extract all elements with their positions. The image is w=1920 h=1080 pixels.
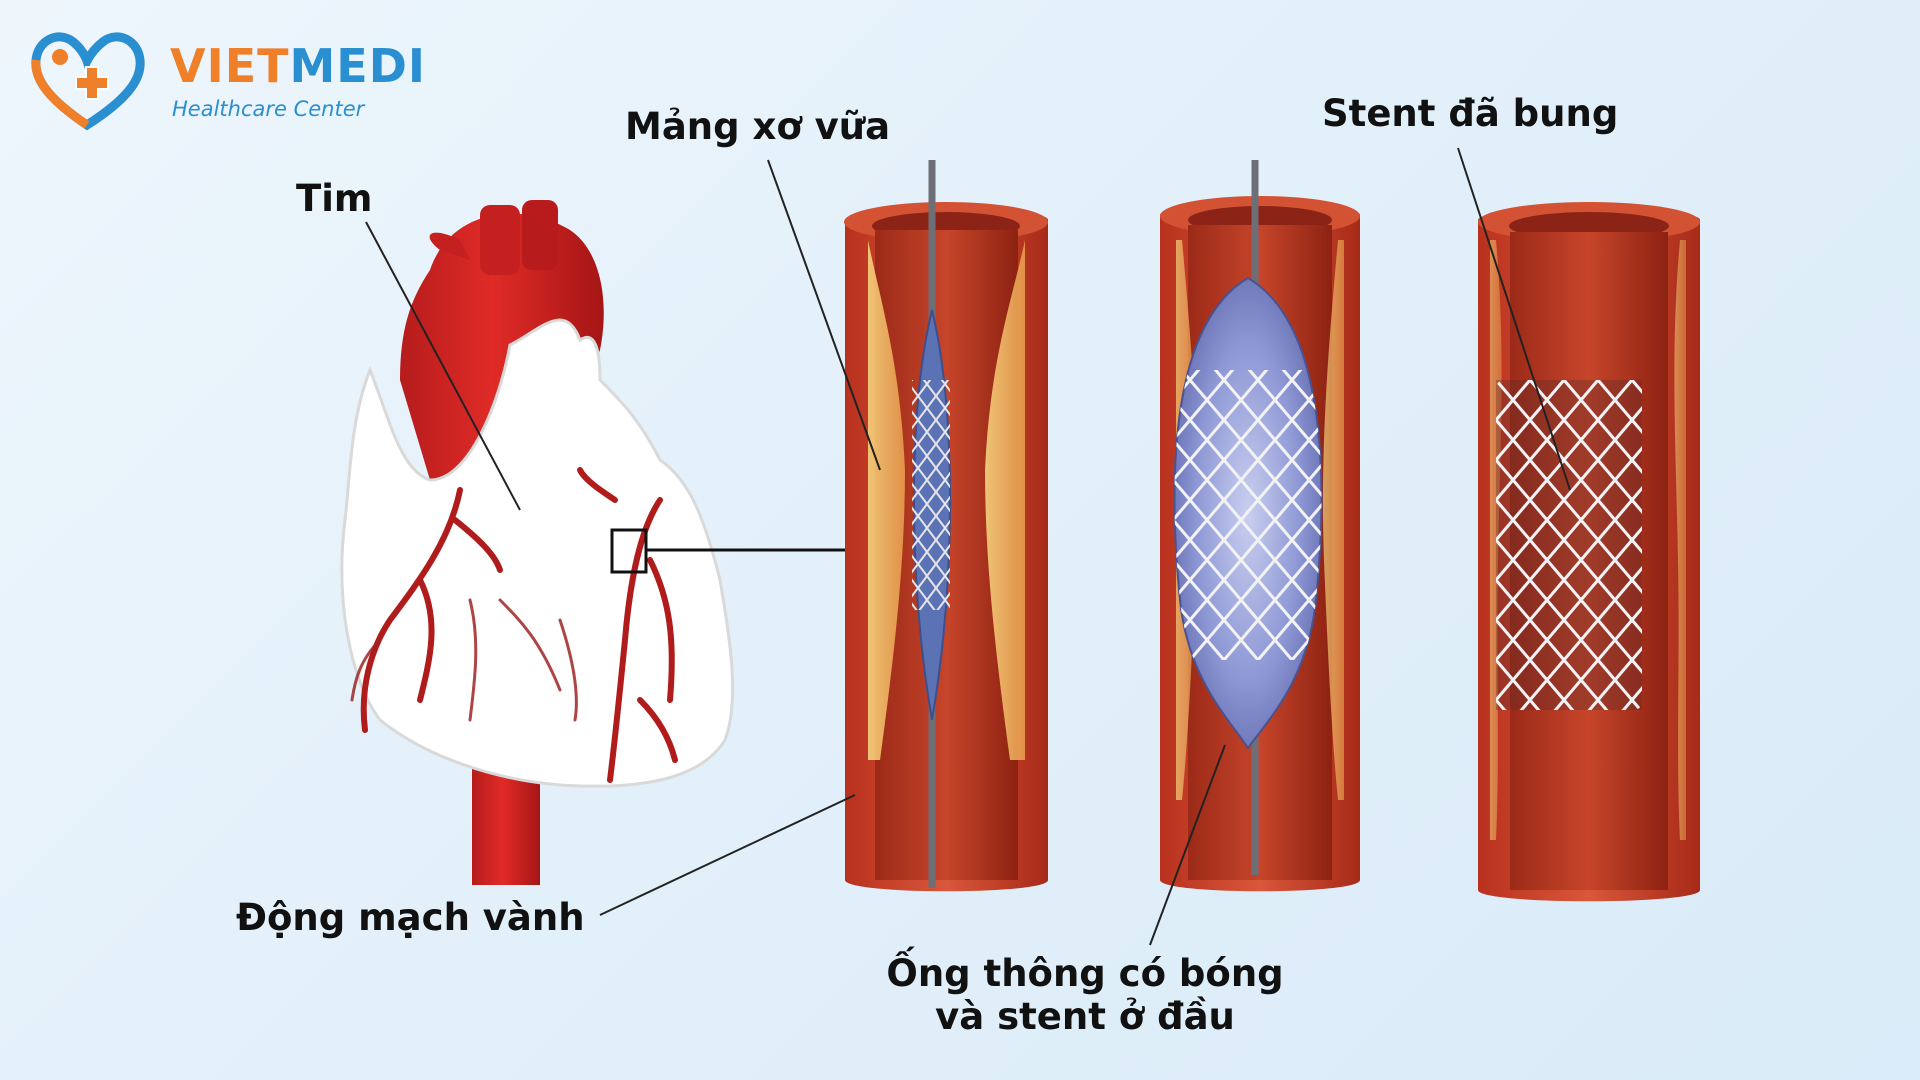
heart-body bbox=[340, 318, 735, 788]
label-coronary-artery: Động mạch vành bbox=[236, 896, 585, 939]
stent-crimped bbox=[912, 380, 950, 610]
plaque-right bbox=[1674, 240, 1686, 840]
coronary-arteries bbox=[360, 467, 678, 783]
aorta-branch bbox=[522, 200, 558, 270]
leader-plaque bbox=[767, 159, 881, 471]
vessel-plaque bbox=[844, 160, 1048, 892]
stent-expanded bbox=[1496, 380, 1642, 710]
leader-catheter bbox=[1149, 744, 1226, 946]
label-catheter: Ống thông có bóng và stent ở đầu bbox=[885, 952, 1285, 1038]
brand-name: VIETMEDI bbox=[170, 43, 426, 89]
heart-illustration bbox=[340, 200, 850, 885]
small-arteries bbox=[350, 598, 578, 722]
brand-tagline: Healthcare Center bbox=[172, 97, 365, 121]
leader-heart bbox=[365, 221, 521, 511]
label-catheter-line1: Ống thông có bóng bbox=[886, 952, 1284, 995]
brand-name-part1: VIET bbox=[170, 39, 290, 93]
vessel-stent-expanded bbox=[1478, 202, 1700, 902]
plaque-left bbox=[868, 240, 905, 760]
label-plaque: Mảng xơ vữa bbox=[625, 105, 891, 148]
brand-logo: VIETMEDI Healthcare Center bbox=[30, 25, 425, 135]
label-heart: Tim bbox=[296, 177, 373, 220]
plaque-right bbox=[985, 240, 1025, 760]
label-catheter-line2: và stent ở đầu bbox=[935, 994, 1235, 1038]
aorta-branch bbox=[480, 205, 520, 275]
stent-on-balloon bbox=[1174, 370, 1322, 660]
plaque-right bbox=[1322, 240, 1344, 800]
leader-stent bbox=[1457, 147, 1571, 491]
brand-name-part2: MEDI bbox=[289, 39, 427, 93]
label-expanded-stent: Stent đã bung bbox=[1322, 92, 1619, 135]
vessel-balloon bbox=[1160, 160, 1360, 892]
leader-lines bbox=[365, 147, 1571, 946]
heart-plus-logo-icon bbox=[31, 32, 145, 131]
aorta-branch bbox=[429, 232, 470, 260]
leader-coronary bbox=[599, 794, 856, 916]
